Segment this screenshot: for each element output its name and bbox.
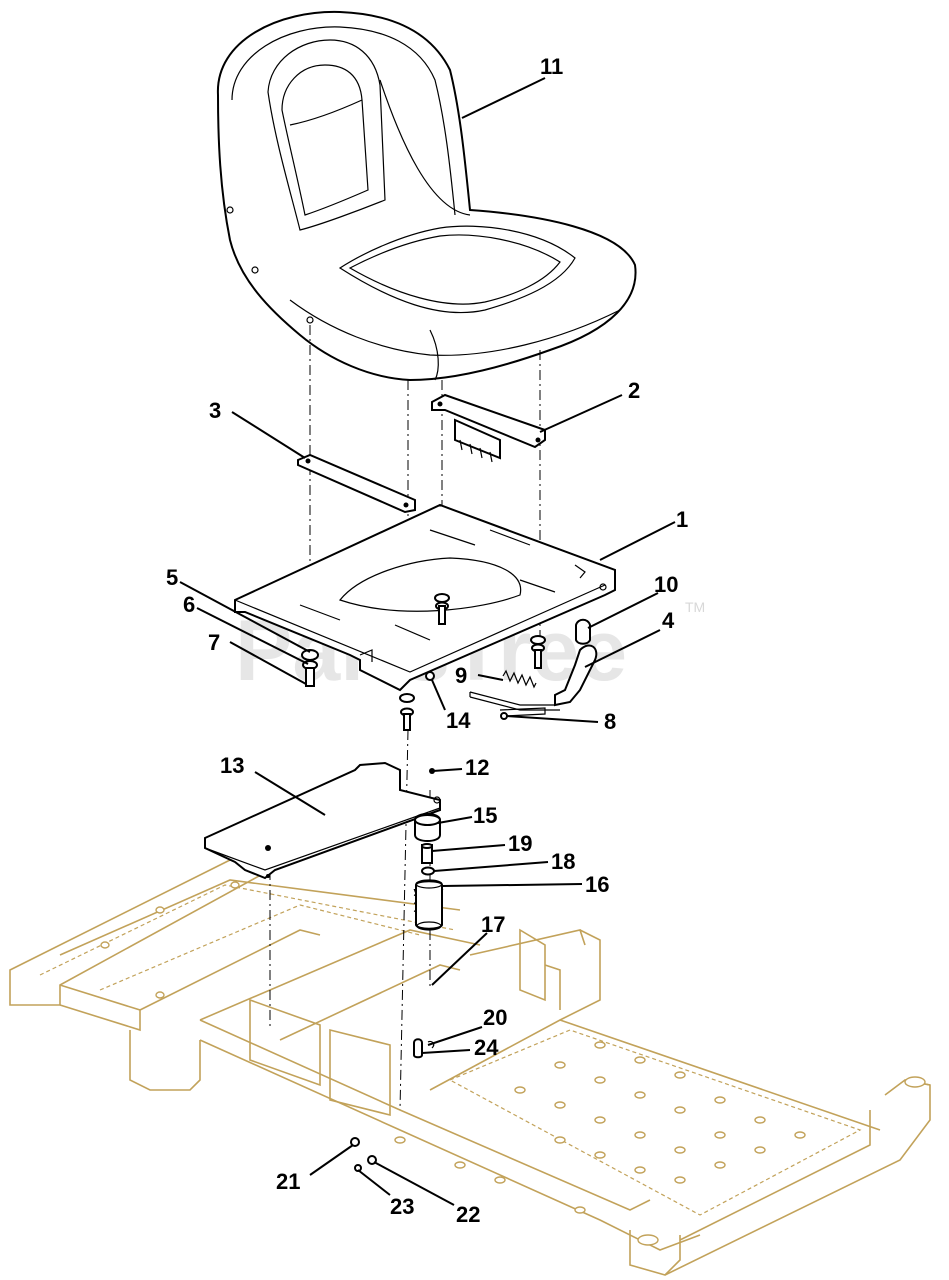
callout-10: 10 [654,572,678,597]
plate-13 [204,761,441,880]
callout-24: 24 [474,1035,499,1060]
callout-6: 6 [183,592,195,617]
callout-labels: 11 2 3 1 10 5 6 4 7 9 14 8 13 12 15 19 1… [166,54,688,1227]
callout-9: 9 [455,663,467,688]
callout-3: 3 [209,398,221,423]
callout-22: 22 [456,1202,480,1227]
callout-12: 12 [465,755,489,780]
watermark-tm: TM [685,599,705,615]
callout-21: 21 [276,1169,300,1194]
callout-2: 2 [628,378,640,403]
seat [216,10,637,382]
callout-14: 14 [446,708,471,733]
lever-assembly [469,618,598,720]
leader-lines [179,77,676,1206]
suspension-parts [413,813,444,931]
bracket-3 [297,453,416,514]
callout-15: 15 [473,803,497,828]
hardware-5-6-7 [301,593,546,731]
callout-1: 1 [676,507,688,532]
callout-18: 18 [551,849,575,874]
lower-hardware [350,1038,435,1172]
callout-17: 17 [481,912,505,937]
bracket-2 [431,393,546,463]
frame-holes [100,881,926,1246]
callout-20: 20 [483,1005,507,1030]
callout-4: 4 [662,608,675,633]
seat-pan-1 [234,503,616,692]
callout-16: 16 [585,872,609,897]
callout-7: 7 [208,630,220,655]
callout-23: 23 [390,1194,414,1219]
callout-13: 13 [220,753,244,778]
callout-11: 11 [540,54,563,79]
callout-8: 8 [604,709,616,734]
callout-19: 19 [508,831,532,856]
callout-5: 5 [166,565,178,590]
